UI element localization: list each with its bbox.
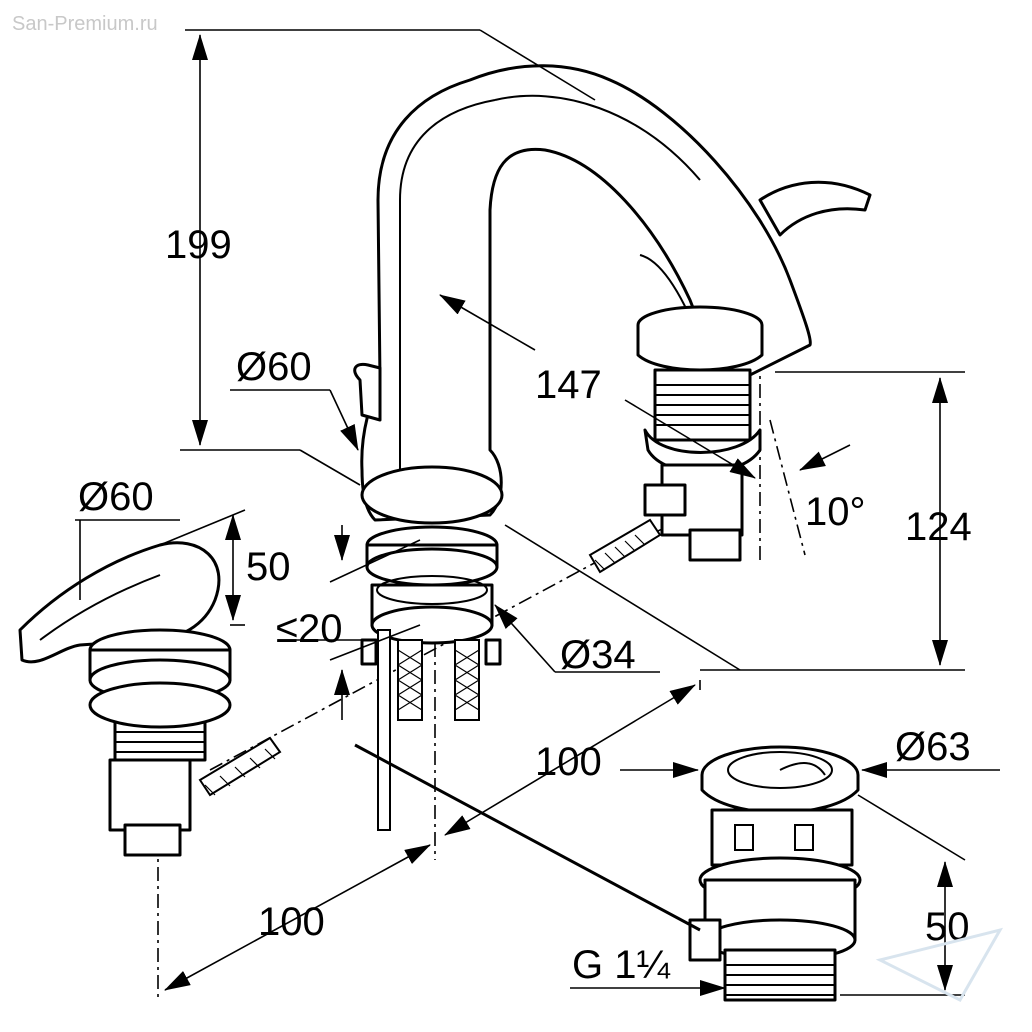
dim-max-deck-thickness: ≤20 (276, 607, 342, 651)
dimension-labels: 199 147 Ø60 Ø60 50 ≤20 Ø34 10° 124 100 1… (78, 223, 972, 987)
dim-angle: 10° (805, 490, 866, 534)
dim-spout-rosette-diameter: Ø60 (236, 345, 312, 389)
watermark-text: San-Premium.ru (12, 13, 158, 35)
dim-spout-reach: 147 (535, 363, 602, 407)
left-handle (18, 541, 282, 857)
dim-mounting-hole-diameter: Ø34 (560, 633, 636, 677)
drain (688, 745, 862, 1002)
pop-up-rod (354, 743, 701, 932)
spout-base (360, 525, 502, 831)
spout (353, 64, 872, 525)
dim-spout-height: 124 (905, 505, 972, 549)
dim-spacing-left: 100 (258, 900, 325, 944)
dim-handle-height: 50 (246, 545, 291, 589)
dimension-lines (75, 29, 1000, 996)
right-valve (588, 305, 764, 574)
dim-spacing-right: 100 (535, 740, 602, 784)
dim-drain-diameter: Ø63 (895, 725, 971, 769)
watermark-logo-icon (875, 927, 1004, 1002)
dim-drain-thread: G 1¼ (572, 943, 670, 987)
dim-handle-rosette-diameter: Ø60 (78, 475, 154, 519)
dim-height-total: 199 (165, 223, 232, 267)
